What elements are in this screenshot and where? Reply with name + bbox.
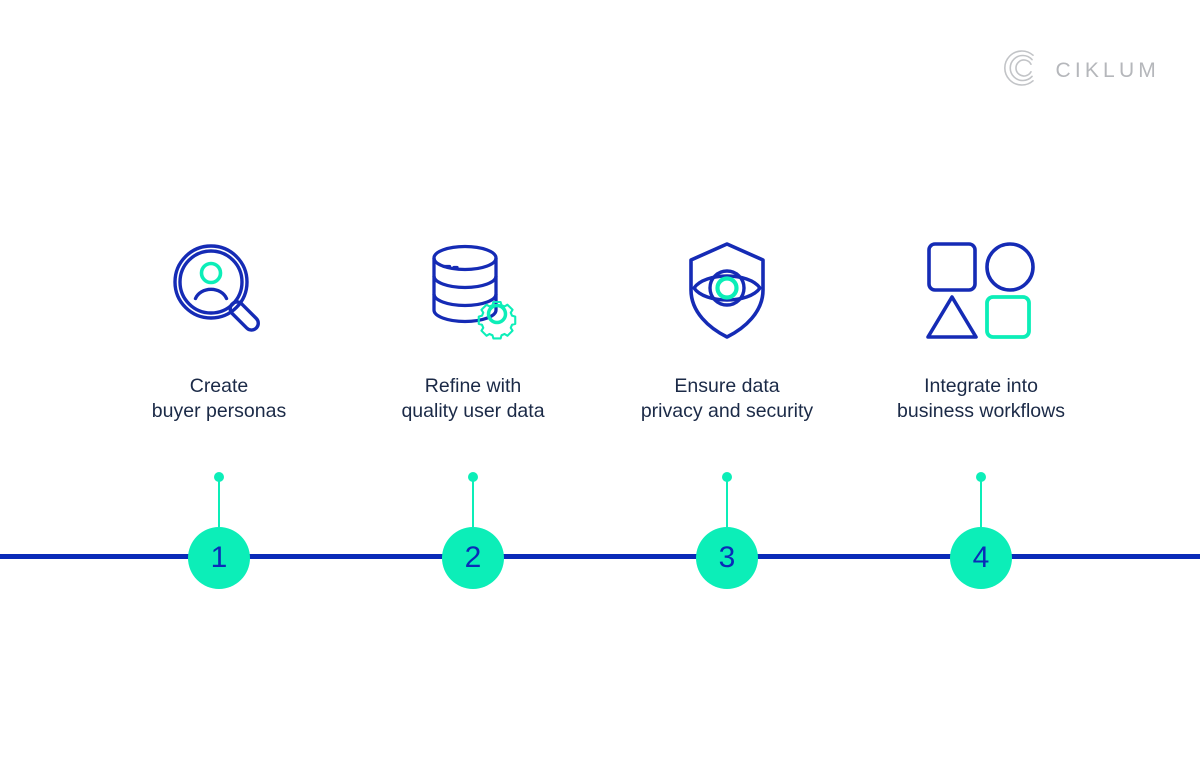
step-label-1: Create buyer personas	[151, 375, 287, 422]
marker-circle-4[interactable]: 4	[950, 527, 1012, 589]
marker-number-1: 1	[210, 541, 228, 574]
step-label-4: Integrate into business workflows	[897, 375, 1065, 422]
marker-number-2: 2	[464, 541, 482, 574]
shield-eye-icon	[600, 236, 854, 344]
step-label-2: Refine with quality user data	[401, 375, 545, 422]
marker-stem	[726, 477, 728, 527]
step-item-2: Refine with quality user data	[346, 236, 600, 423]
brand-name: CIKLUM	[1055, 59, 1160, 82]
marker-stem	[218, 477, 220, 527]
marker-stem	[980, 477, 982, 527]
step-item-4: Integrate into business workflows	[854, 236, 1108, 423]
marker-number-4: 4	[972, 541, 990, 574]
brand-logo: CIKLUM	[1001, 48, 1160, 93]
step-item-3: Ensure data privacy and security	[600, 236, 854, 423]
shapes-grid-icon	[854, 236, 1108, 344]
marker-stem	[472, 477, 474, 527]
step-label-3: Ensure data privacy and security	[640, 375, 814, 422]
step-item-1: Create buyer personas	[92, 236, 346, 423]
marker-circle-2[interactable]: 2	[442, 527, 504, 589]
marker-circle-3[interactable]: 3	[696, 527, 758, 589]
timeline-axis	[0, 554, 1200, 559]
magnifier-person-icon	[92, 236, 346, 344]
ciklum-c-logo-icon	[1001, 48, 1041, 93]
marker-circle-1[interactable]: 1	[188, 527, 250, 589]
database-gear-icon	[346, 236, 600, 344]
marker-number-3: 3	[718, 541, 736, 574]
